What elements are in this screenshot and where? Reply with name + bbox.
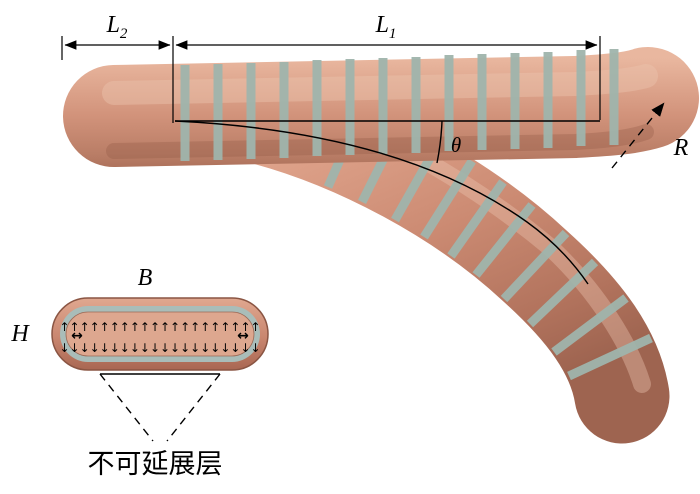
bend-angle: θ bbox=[174, 120, 600, 285]
fiber-ring bbox=[420, 158, 476, 240]
width-label: B bbox=[138, 265, 153, 291]
inextensible-layer-label: 不可延展层 bbox=[88, 449, 223, 479]
bent-centerline-chord bbox=[174, 120, 589, 285]
dim-label-L2: L2 bbox=[106, 12, 128, 42]
inextensible-layer-callout: 不可延展层 bbox=[88, 373, 223, 479]
dimensions: L2 L1 bbox=[61, 12, 601, 123]
bend-angle-arc bbox=[436, 120, 443, 164]
strain-arrows-right-end: ↔ bbox=[237, 328, 249, 344]
fiber-ring bbox=[472, 202, 536, 278]
dim-label-L1: L1 bbox=[375, 12, 397, 42]
leader-dash-left bbox=[99, 373, 154, 442]
strain-arrows-up: ↑↑↑↑↑↑↑↑↑↑↑↑↑↑↑↑↑↑↑↑ bbox=[59, 320, 260, 334]
radius-label: R bbox=[673, 135, 689, 161]
fiber-ring bbox=[526, 258, 599, 328]
height-label: H bbox=[10, 321, 30, 347]
strain-arrows-down: ↓↓↓↓↓↓↓↓↓↓↓↓↓↓↓↓↓↓↓↓ bbox=[59, 341, 260, 355]
angle-theta-label: θ bbox=[451, 133, 461, 157]
strain-arrows-left-end: ↔ bbox=[71, 328, 83, 344]
fiber-ring bbox=[500, 229, 570, 303]
bend-radius: R bbox=[611, 102, 689, 169]
leader-dash-right bbox=[166, 373, 221, 442]
cross-section-inner bbox=[65, 311, 255, 357]
fiber-ring bbox=[447, 179, 507, 259]
cross-section: ↑↑↑↑↑↑↑↑↑↑↑↑↑↑↑↑↑↑↑↑ ↓↓↓↓↓↓↓↓↓↓↓↓↓↓↓↓↓↓↓… bbox=[10, 265, 269, 371]
fiber-ring bbox=[567, 333, 653, 381]
actuator-straight bbox=[63, 47, 699, 167]
fiber-ring bbox=[551, 294, 629, 356]
